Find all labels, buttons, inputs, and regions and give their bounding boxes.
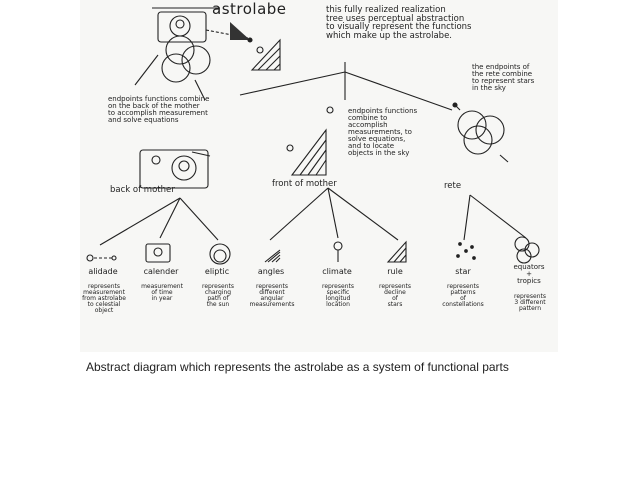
equators-icon: [514, 236, 540, 264]
leaf-label-equators: equators + tropics: [513, 263, 545, 285]
star-icon: [456, 242, 476, 260]
group-label-front: front of mother: [272, 179, 337, 189]
rete-icon: [452, 102, 509, 163]
back-of-mother-icon: [139, 149, 211, 189]
leaf-desc-angles: represents different angular measurement…: [249, 283, 295, 308]
rete-note: the endpoints of the rete combine to rep…: [472, 63, 535, 92]
diagram-sheet: astrolabe this fully realized realizatio…: [80, 0, 558, 352]
leaf-label-rule: rule: [387, 267, 403, 276]
climate-icon: [333, 241, 343, 262]
leaf-desc-alidade: represents measurement from astrolabe to…: [82, 283, 126, 314]
angles-icon: [264, 249, 281, 263]
eliptic-icon: [209, 243, 231, 265]
leaf-desc-rule: represents decline of stars: [379, 283, 411, 308]
diagram-title: astrolabe: [212, 0, 287, 18]
intro-note: this fully realized realization tree use…: [326, 5, 472, 41]
leaf-desc-star: represents patterns of constellations: [442, 283, 484, 308]
leaf-desc-equators: represents 3 different pattern: [514, 293, 546, 312]
rule-icon: [386, 240, 407, 263]
leaf-label-climate: climate: [322, 267, 352, 276]
hatched-triangle-top-icon: [250, 38, 281, 71]
leaf-label-eliptic: eliptic: [204, 267, 230, 276]
front-note: endpoints functions combine to accomplis…: [348, 107, 418, 157]
leaf-label-star: star: [455, 267, 471, 276]
front-of-mother-icon: [286, 106, 334, 176]
back-note: endpoints functions combine on the back …: [108, 95, 210, 124]
leaf-desc-eliptic: represents charging path of the sun: [202, 283, 234, 308]
figure-caption: Abstract diagram which represents the as…: [86, 360, 509, 374]
leaf-label-calender: calender: [143, 267, 179, 276]
calender-icon: [145, 243, 171, 263]
leaf-label-angles: angles: [257, 267, 285, 276]
leaf-label-alidade: alidade: [88, 267, 118, 276]
alidade-icon: [86, 254, 117, 262]
astrolabe-top-icon: [134, 7, 253, 101]
leaf-desc-climate: represents specific longitud location: [322, 283, 354, 308]
group-label-back: back of mother: [110, 185, 175, 195]
tree-lines: [86, 7, 540, 265]
group-label-rete: rete: [444, 181, 462, 191]
leaf-desc-calender: measurement of time in year: [141, 283, 183, 302]
